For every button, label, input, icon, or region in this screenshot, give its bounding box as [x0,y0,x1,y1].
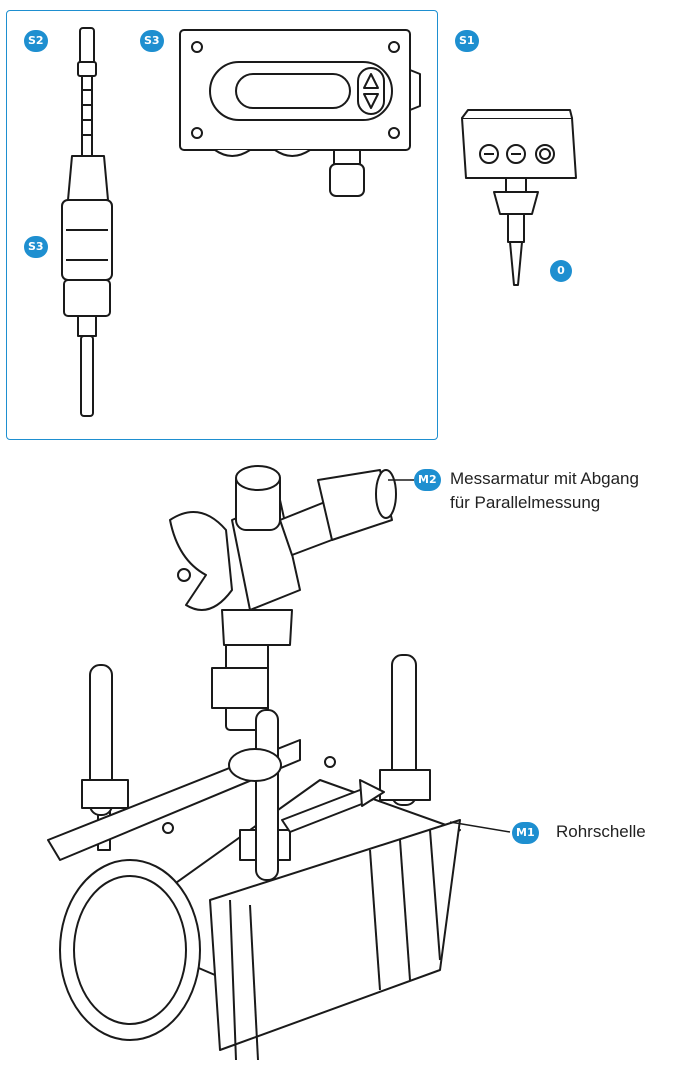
badge-s3-probe: S3 [24,236,48,258]
display-unit [179,29,421,197]
badge-s2: S2 [24,30,48,52]
sensor-panel-frame [6,10,438,440]
pipe-clamp [47,654,461,1061]
badge-zero: 0 [550,260,572,282]
badge-s1: S1 [455,30,479,52]
measuring-valve [169,465,397,731]
badge-m1: M1 [512,822,539,844]
m1-label: Rohrschelle [556,822,646,841]
probe-sensor [61,27,113,417]
badge-m2: M2 [414,469,441,491]
m2-label-line2: für Parallelmessung [450,493,601,512]
m2-label-line1: Messarmatur mit Abgang [450,469,639,488]
badge-s3-display: S3 [140,30,164,52]
m1-leader-line [449,821,511,833]
transmitter-unit [461,109,577,286]
